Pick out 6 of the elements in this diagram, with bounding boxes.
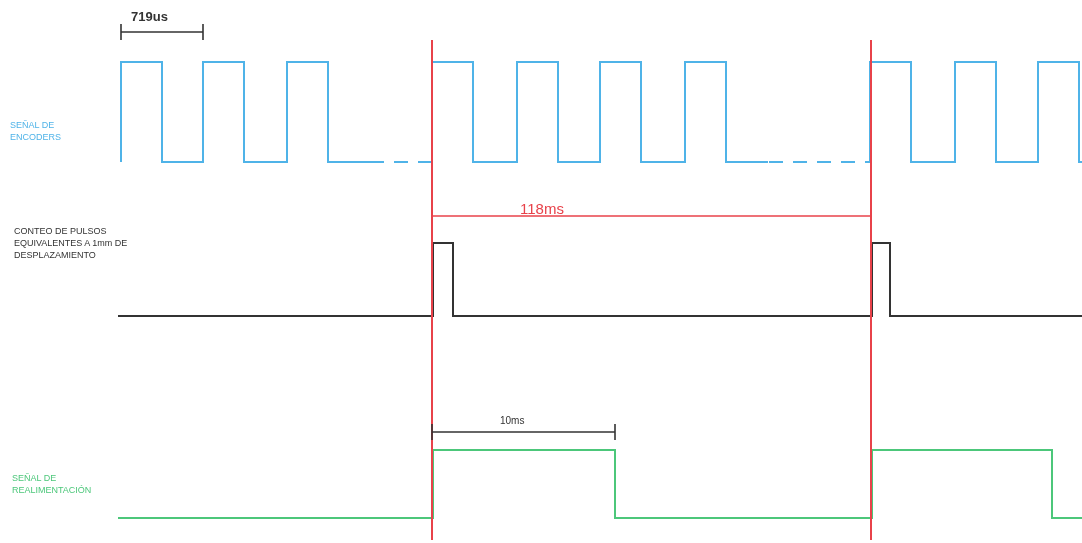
dimension-label: 10ms	[500, 414, 526, 428]
signal-name: CONTEO DE PULSOS EQUIVALENTES A 1mm DE DESPLAZAMIENTO	[14, 225, 129, 262]
signal-name: SEÑAL DE REALIMENTACIÓN	[12, 472, 93, 497]
dimension-label: 118ms	[520, 199, 565, 219]
dimension-label: 719us	[131, 8, 169, 26]
signal-name: SEÑAL DE ENCODERS	[10, 119, 62, 144]
